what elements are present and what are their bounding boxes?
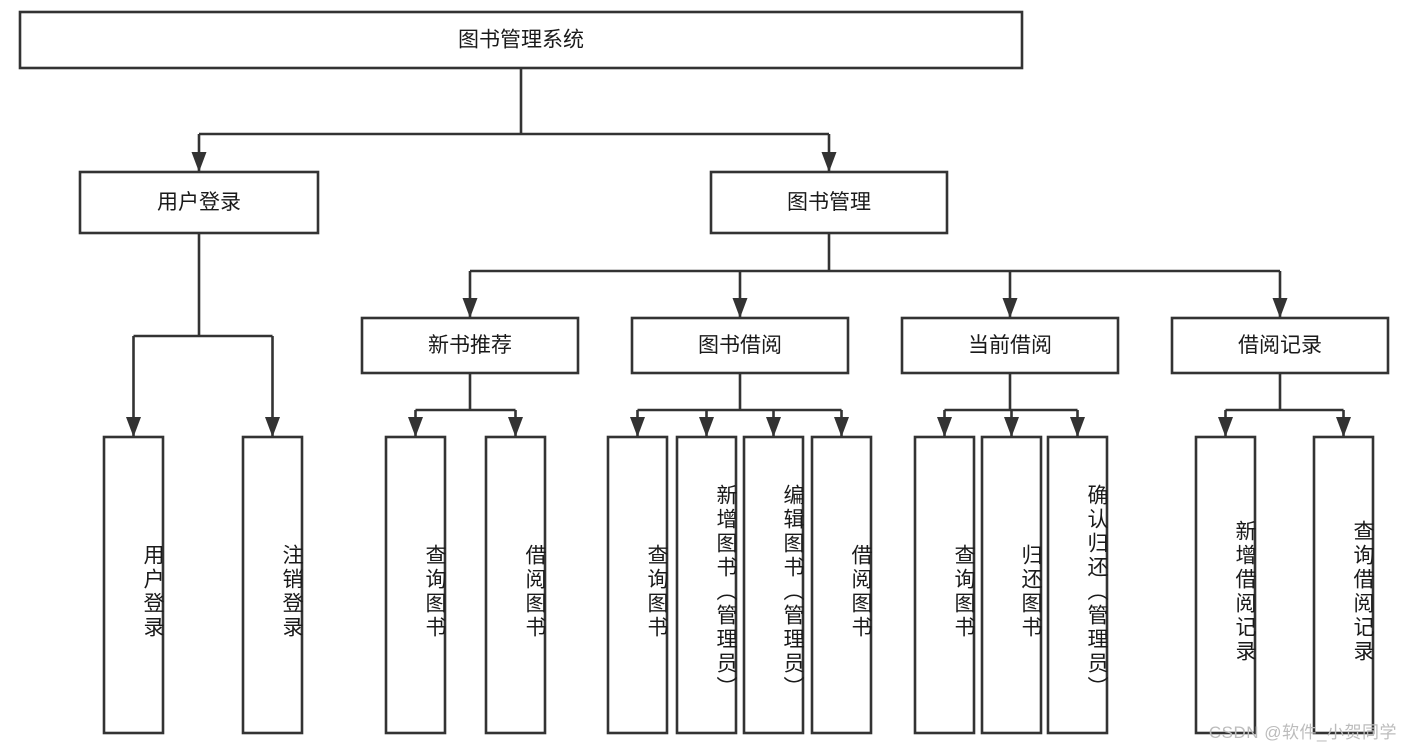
node-label-borrow-record: 借阅记录	[1238, 334, 1322, 357]
node-box-leaf-edit-book[interactable]	[742, 435, 805, 735]
arrow-head-icon	[732, 298, 748, 318]
node-box-leaf-confirm-return[interactable]	[1046, 435, 1109, 735]
node-box-book-manage[interactable]	[709, 170, 949, 235]
node-box-leaf-query-book-cur[interactable]	[913, 435, 976, 735]
node-box-leaf-query-book-rec[interactable]	[384, 435, 447, 735]
node-box-book-borrow[interactable]	[630, 316, 850, 375]
boxes-layer	[18, 10, 1390, 735]
arrow-head-icon	[462, 298, 478, 318]
arrow-head-icon	[937, 417, 952, 437]
node-box-current-borrow[interactable]	[900, 316, 1120, 375]
arrow-head-icon	[630, 417, 645, 437]
arrow-head-icon	[1004, 417, 1019, 437]
node-label-user-login: 用户登录	[157, 191, 241, 214]
arrow-head-icon	[408, 417, 423, 437]
node-box-user-login[interactable]	[78, 170, 320, 235]
node-box-leaf-add-book[interactable]	[675, 435, 738, 735]
node-box-root[interactable]	[18, 10, 1024, 70]
csdn-watermark: CSDN @软件_小贺同学	[1208, 723, 1397, 742]
node-box-leaf-user-login[interactable]	[102, 435, 165, 735]
arrow-head-icon	[1272, 298, 1288, 318]
arrow-head-icon	[1336, 417, 1351, 437]
node-label-book-borrow: 图书借阅	[698, 334, 782, 357]
arrow-head-icon	[1070, 417, 1085, 437]
arrow-head-icon	[1002, 298, 1018, 318]
arrow-head-icon	[699, 417, 714, 437]
arrow-head-icon	[508, 417, 523, 437]
node-box-leaf-borrow-book[interactable]	[810, 435, 873, 735]
arrow-head-icon	[834, 417, 849, 437]
arrow-head-icon	[1218, 417, 1233, 437]
arrow-head-icon	[191, 152, 207, 172]
node-box-leaf-return-book[interactable]	[980, 435, 1043, 735]
node-label-new-book-recommend: 新书推荐	[428, 334, 512, 357]
arrow-head-icon	[265, 417, 280, 437]
node-label-book-manage: 图书管理	[787, 191, 871, 214]
node-label-current-borrow: 当前借阅	[968, 334, 1052, 357]
node-box-leaf-borrow-book-rec[interactable]	[484, 435, 547, 735]
node-box-new-book-recommend[interactable]	[360, 316, 580, 375]
arrow-head-icon	[766, 417, 781, 437]
node-box-leaf-logout[interactable]	[241, 435, 304, 735]
node-box-borrow-record[interactable]	[1170, 316, 1390, 375]
arrow-head-icon	[821, 152, 837, 172]
connectors-layer	[126, 68, 1351, 437]
node-label-root: 图书管理系统	[458, 29, 584, 52]
node-box-leaf-query-record[interactable]	[1312, 435, 1375, 735]
node-box-leaf-query-book-borrow[interactable]	[606, 435, 669, 735]
arrow-head-icon	[126, 417, 141, 437]
node-box-leaf-add-record[interactable]	[1194, 435, 1257, 735]
